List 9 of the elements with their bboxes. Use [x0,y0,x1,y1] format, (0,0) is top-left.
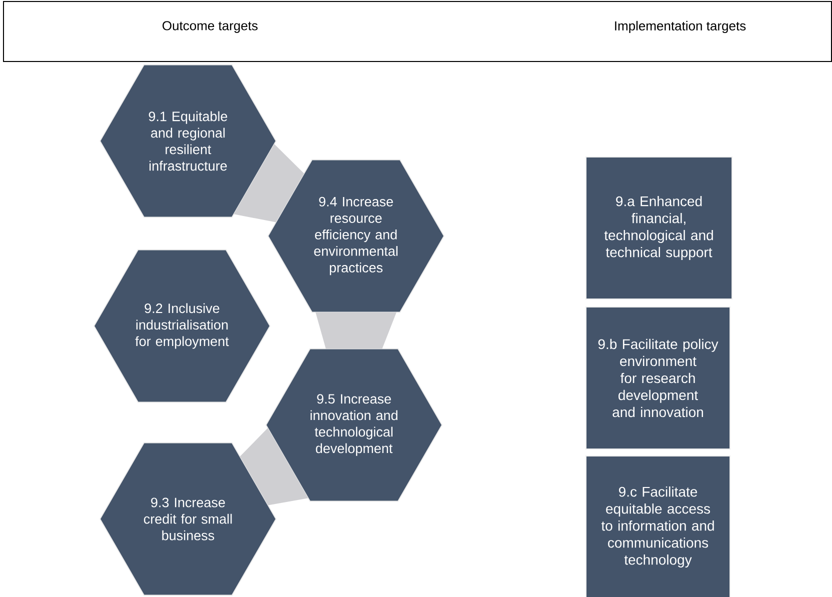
connector-band [234,144,304,222]
target-box: 9.b Facilitate policy environment for research development and innovation [586,306,730,450]
column-heading: Implementation targets [615,20,746,34]
header-box [3,1,832,62]
target-box: 9.a Enhanced financial, technological and technical support [586,156,732,300]
target-box: 9.c Facilitate equitable access to information and communications technology [586,456,730,597]
connector-band [316,312,396,349]
column-heading: Outcome targets [162,21,258,33]
connector-band [240,428,308,506]
